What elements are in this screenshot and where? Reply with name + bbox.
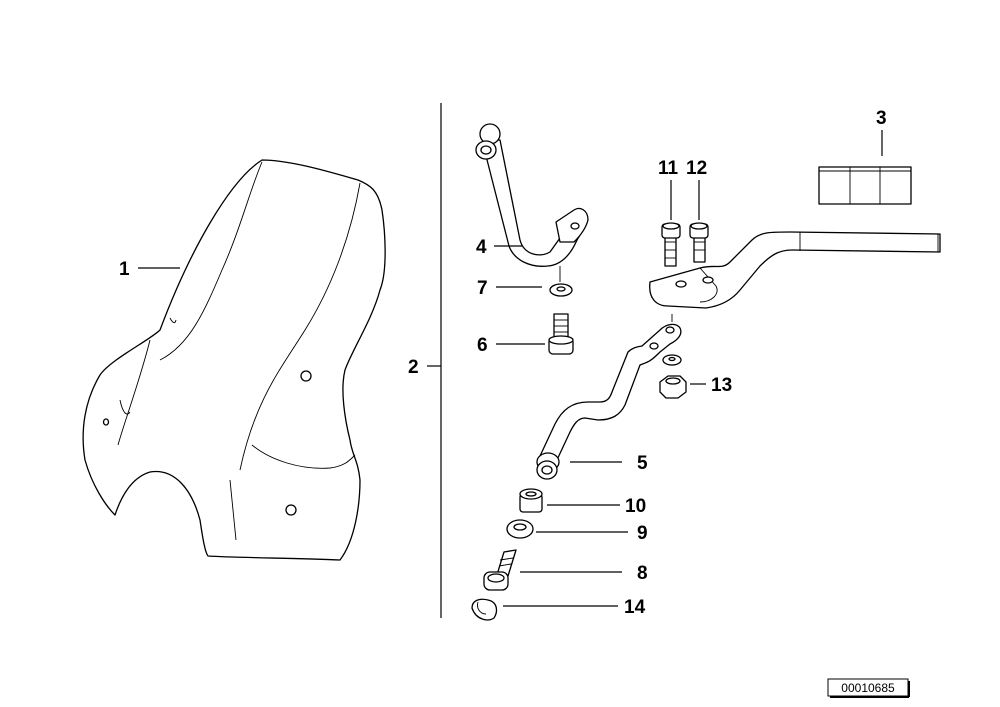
callout-12: 12	[686, 158, 707, 179]
callout-2: 2	[408, 357, 419, 378]
lower-mounting-arm	[536, 323, 682, 480]
callout-4: 4	[476, 237, 487, 258]
callout-7: 7	[477, 278, 488, 299]
spacer-sleeve	[519, 488, 543, 513]
callout-8: 8	[637, 563, 648, 584]
sticker-set	[818, 166, 912, 205]
callout-9: 9	[637, 523, 648, 544]
handlebar-clamp	[649, 231, 941, 309]
windshield-mount-hole-upper	[300, 370, 312, 382]
callout-10: 10	[625, 496, 646, 517]
screw-11	[661, 222, 681, 267]
washer-lower	[506, 519, 534, 539]
callout-6: 6	[477, 335, 488, 356]
upper-mounting-arm	[475, 123, 589, 267]
windshield-mount-hole-left	[102, 418, 110, 426]
screw-12	[689, 222, 709, 263]
callout-11: 11	[658, 158, 679, 179]
windshield-mount-hole-lower	[285, 504, 297, 516]
callout-13: 13	[711, 375, 732, 396]
nut-13	[659, 375, 687, 399]
cover-cap	[471, 598, 498, 621]
washer-upper	[549, 283, 573, 297]
washer-13	[662, 354, 682, 366]
callout-1: 1	[119, 259, 130, 280]
windshield	[82, 159, 386, 561]
reference-number: 00010685	[841, 681, 895, 695]
screw-upper	[548, 313, 574, 355]
callout-5: 5	[637, 453, 648, 474]
callout-3: 3	[876, 108, 887, 129]
screw-lower	[483, 549, 517, 591]
callout-14: 14	[624, 597, 646, 618]
